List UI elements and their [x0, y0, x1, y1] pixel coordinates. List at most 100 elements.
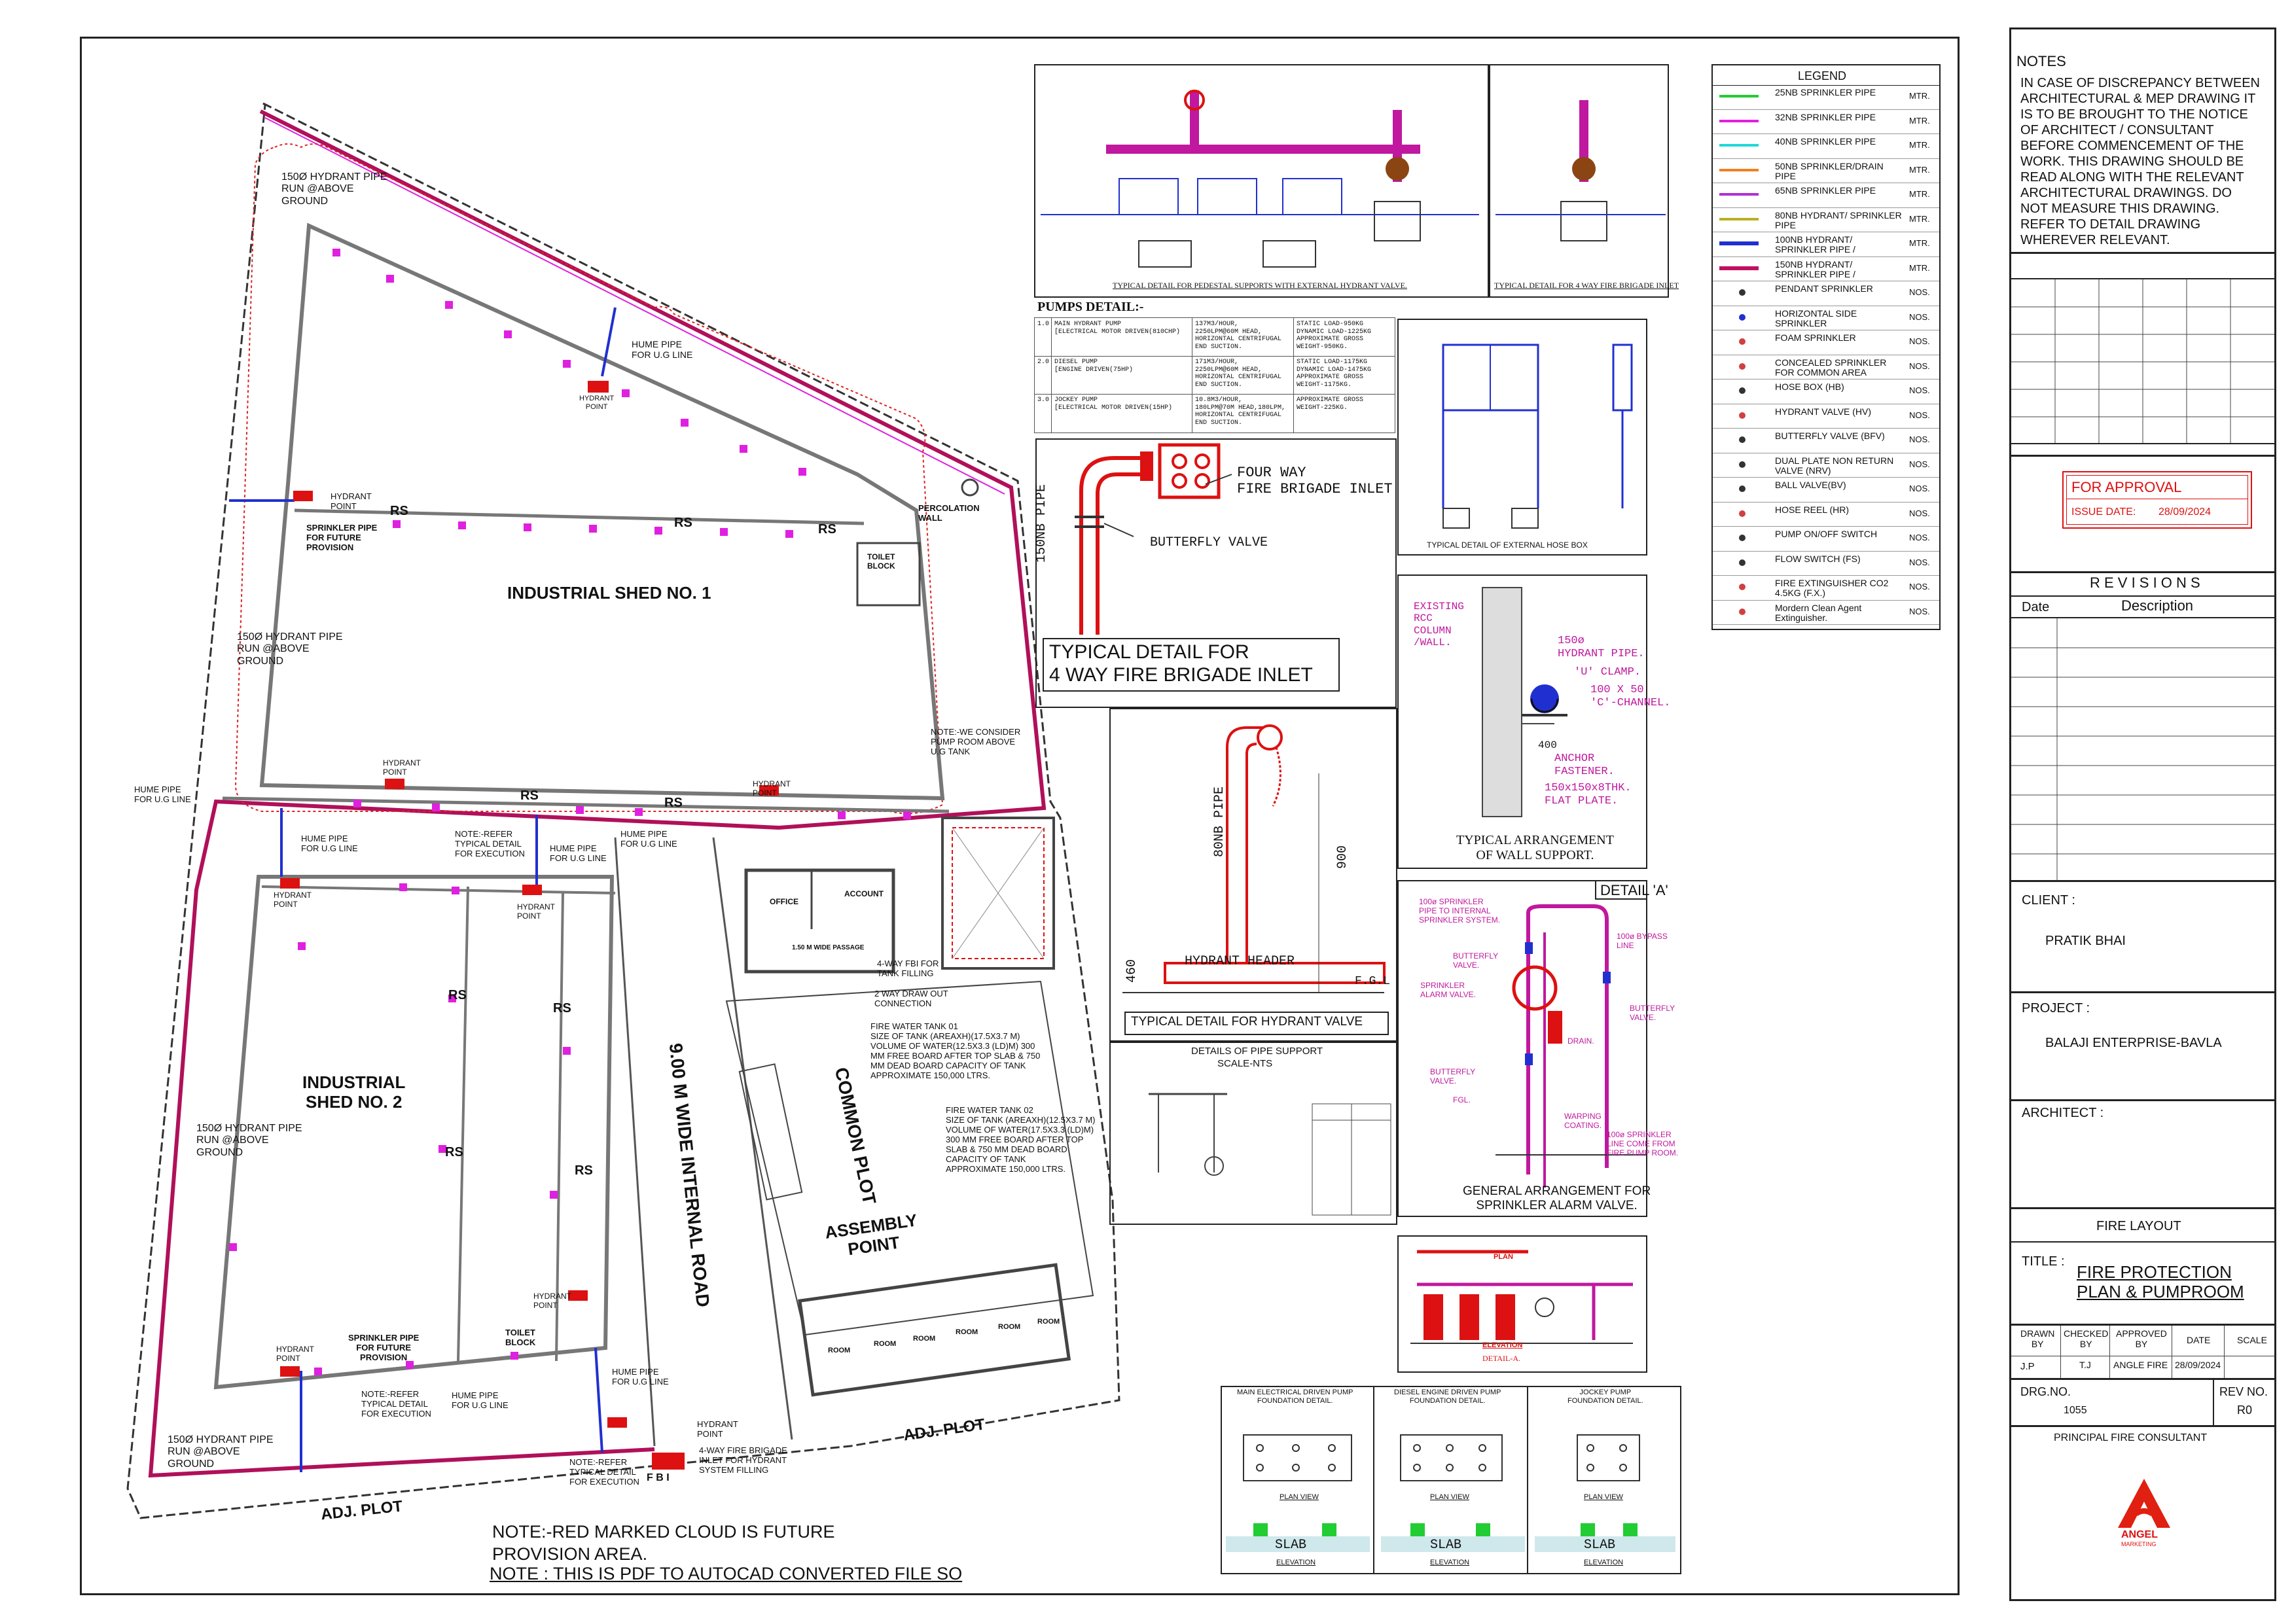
site-boundary [126, 102, 1120, 1519]
legend-label: FLOW SWITCH (FS) [1775, 553, 1861, 564]
legend-label: 25NB SPRINKLER PIPE [1775, 87, 1876, 97]
pump-detail-label: DETAIL-A. [1482, 1354, 1521, 1363]
rs-label: RS [448, 988, 467, 1002]
hose-box-detail-box [1397, 319, 1647, 556]
legend-row: BUTTERFLY VALVE (BFV)NOS. [1713, 429, 1939, 453]
sav-warping-label: WARPING COATING. [1564, 1112, 1602, 1130]
legend-label: HOSE BOX (HB) [1775, 381, 1844, 392]
signoff-value: J.P [2020, 1361, 2035, 1372]
room-label: ROOM [828, 1347, 851, 1354]
legend-symbol-icon [1739, 461, 1746, 468]
slab-label-1: SLAB [1275, 1538, 1307, 1553]
approval-label: FOR APPROVAL [2071, 479, 2182, 495]
hydrant-run-label-3: 150Ø HYDRANT PIPE RUN @ABOVE GROUND [196, 1123, 302, 1158]
fbi-inlet-label: 4-WAY FIRE BRIGADE INLET FOR HYDRANT SYS… [699, 1445, 787, 1475]
legend-label: BALL VALVE(BV) [1775, 480, 1846, 490]
elevation-label-1: ELEVATION [1276, 1559, 1316, 1566]
pipe-support-title: DETAILS OF PIPE SUPPORT [1191, 1046, 1323, 1057]
fbi-small-detail-box [1489, 64, 1669, 298]
sav-bfv1-label: BUTTERFLY VALVE. [1453, 951, 1499, 970]
legend-label: 40NB SPRINKLER PIPE [1775, 136, 1876, 147]
logo-sub: MARKETING [2121, 1541, 2157, 1547]
alarm-valve-drawing [1495, 904, 1646, 1188]
room-label: ROOM [1037, 1318, 1060, 1326]
found-diesel-label: DIESEL ENGINE DRIVEN PUMP FOUNDATION DET… [1394, 1388, 1501, 1405]
room-label: ROOM [874, 1340, 897, 1348]
project-label: PROJECT : [2022, 1001, 2090, 1015]
legend-symbol-icon [1739, 387, 1746, 394]
fbi-four-way-label: FOUR WAY FIRE BRIGADE INLET [1237, 465, 1393, 498]
legend-label: HYDRANT VALVE (HV) [1775, 406, 1872, 417]
legend-label: 50NB SPRINKLER/DRAIN PIPE [1775, 160, 1884, 181]
sprinkler-future-label-2: SPRINKLER PIPE FOR FUTURE PROVISION [348, 1333, 420, 1362]
signoff-value: ANGLE FIRE [2113, 1360, 2168, 1370]
hume-pipe-label-5: HUME PIPE FOR U.G LINE [620, 829, 677, 849]
sav-alarm-label: SPRINKLER ALARM VALVE. [1420, 981, 1476, 999]
pump-elev-label: ELEVATION [1482, 1341, 1523, 1349]
rs-label: RS [390, 504, 408, 518]
shed1-outline [259, 222, 945, 801]
legend-row: HOSE REEL (HR)NOS. [1713, 503, 1939, 527]
legend-unit: NOS. [1909, 508, 1930, 518]
fbi-big-drawing [1075, 443, 1232, 635]
room-label: ROOM [956, 1328, 978, 1336]
sav-bfv3-label: BUTTERFLY VALVE. [1430, 1067, 1476, 1086]
rs-label: RS [520, 788, 539, 803]
logo-name: ANGEL [2121, 1529, 2158, 1540]
wall-caption: TYPICAL ARRANGEMENT OF WALL SUPPORT. [1456, 833, 1614, 862]
legend-row: FLOW SWITCH (FS)NOS. [1713, 552, 1939, 576]
consultant-label: PRINCIPAL FIRE CONSULTANT [2054, 1432, 2208, 1443]
foundation-box [1221, 1386, 1681, 1574]
legend-unit: MTR. [1909, 140, 1930, 150]
hydrant-valve-detail-box [1109, 708, 1397, 1042]
legend-symbol-icon [1719, 95, 1759, 97]
hydrant-valve-drawing [1122, 724, 1386, 993]
future-cloud [234, 143, 944, 815]
legend-row: 100NB HYDRANT/ SPRINKLER PIPE /MTR. [1713, 232, 1939, 257]
found-main-label: MAIN ELECTRICAL DRIVEN PUMP FOUNDATION D… [1237, 1388, 1353, 1405]
legend-label: 100NB HYDRANT/ SPRINKLER PIPE / [1775, 234, 1855, 255]
wall-uclamp-label: 'U' CLAMP. [1574, 666, 1641, 679]
legend-symbol-icon [1739, 510, 1746, 517]
signoff-header: DATE [2187, 1335, 2211, 1345]
hume-pipe-label-3: HUME PIPE FOR U.G LINE [301, 834, 358, 853]
sav-fgl-label: FGL. [1453, 1095, 1471, 1104]
signoff-header: APPROVED BY [2116, 1328, 2167, 1350]
hydrant-point-label-9: HYDRANT POINT [697, 1419, 738, 1439]
sav-100-label: 100ø SPRINKLER PIPE TO INTERNAL SPRINKLE… [1419, 897, 1501, 925]
legend-row: HOSE BOX (HB)NOS. [1713, 380, 1939, 404]
wall-channel-label: 100 X 50 'C'-CHANNEL. [1590, 684, 1671, 709]
plan-view-label-1: PLAN VIEW [1280, 1493, 1319, 1501]
legend-row: DUAL PLATE NON RETURN VALVE (NRV)NOS. [1713, 453, 1939, 478]
client-value: PRATIK BHAI [2045, 934, 2126, 948]
passage-label: 1.50 M WIDE PASSAGE [792, 944, 865, 951]
room-label: ROOM [913, 1335, 936, 1343]
legend-unit: MTR. [1909, 213, 1930, 224]
hydrant-caption: TYPICAL DETAIL FOR HYDRANT VALVE [1131, 1015, 1363, 1029]
legend-label: PUMP ON/OFF SWITCH [1775, 529, 1878, 539]
hydrant-point-label-4: HYDRANT POINT [753, 779, 791, 798]
drawout-label: 2 WAY DRAW OUT CONNECTION [874, 989, 948, 1008]
hydrant-fgl-label: F.G.L [1355, 975, 1391, 988]
legend-unit: MTR. [1909, 189, 1930, 199]
rs-label: RS [818, 522, 836, 537]
rs-label: RS [553, 1001, 571, 1015]
notes-heading: NOTES [2016, 53, 2066, 69]
legend-symbol-icon [1719, 266, 1759, 270]
hydrant-point-label-3: HYDRANT POINT [383, 758, 421, 777]
hydrant-main-outer [148, 109, 1047, 1478]
issue-date-value: 28/09/2024 [2158, 506, 2211, 518]
fbi-small-drawing [1495, 100, 1666, 241]
revisions-grid [2011, 597, 2274, 881]
hydrant-point-label-7: HYDRANT POINT [533, 1292, 572, 1310]
pumps-table: 1.0 MAIN HYDRANT PUMP [ELECTRICAL MOTOR … [1034, 317, 1395, 433]
legend-unit: NOS. [1909, 361, 1930, 371]
client-label: CLIENT : [2022, 893, 2075, 908]
percolation-label: PERCOLATION WALL [918, 503, 980, 523]
account-label: ACCOUNT [844, 889, 884, 898]
legend-label: Mordern Clean Agent Extinguisher. [1775, 602, 1862, 623]
fire-layout-label: FIRE LAYOUT [2096, 1219, 2181, 1233]
project-value: BALAJI ENTERPRISE-BAVLA [2045, 1036, 2222, 1050]
